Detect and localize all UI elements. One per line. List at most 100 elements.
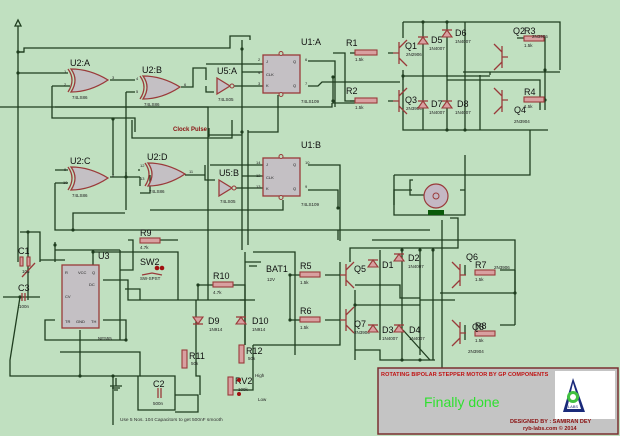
diode-d3[interactable]: D3 1N4007 [366, 324, 398, 341]
xor-gate-u2a[interactable]: U2:A 74LS86 1 2 3 [64, 58, 115, 100]
diode-d1[interactable]: D1 [366, 259, 394, 270]
resistor-ref: R2 [346, 86, 358, 96]
timer-part: NE555 [98, 336, 112, 341]
pin-io: CV [65, 294, 71, 299]
resistor-r11[interactable]: R11 50k [181, 349, 205, 369]
pin-label: 7 [305, 81, 308, 86]
transistor-q5[interactable]: Q5 [340, 261, 366, 289]
diode-d8[interactable]: D8 1N4007 [440, 99, 471, 115]
transistor-q1[interactable]: Q1 2N2906 [393, 39, 422, 67]
resistor-r7[interactable]: R7 1.5k [474, 260, 496, 282]
capacitor-c1[interactable]: C1 10u [18, 246, 36, 278]
power-supply-icon [13, 18, 23, 30]
gate-part: 74LS86 [149, 189, 165, 194]
resistor-value: 1.5k [300, 325, 309, 330]
resistor-r3[interactable]: R3 1.5k [523, 26, 545, 48]
ryb-labs-logo-icon: LABS [563, 378, 585, 412]
resistor-value: 4.7k [213, 290, 222, 295]
pin-io: Q [293, 83, 296, 88]
timer-ref: U3 [98, 251, 110, 261]
capacitor-c3[interactable]: C3 100n [18, 283, 30, 309]
ground-icon [110, 378, 122, 391]
ff-part: 74LS109 [301, 202, 320, 207]
resistor-r1[interactable]: R1 1.5k [346, 38, 378, 62]
transistor-q4[interactable]: Q4 2N3904 [493, 87, 530, 124]
pin-io: TR [65, 319, 70, 324]
transistor-q6[interactable]: Q6 2N3906 [451, 252, 510, 289]
resistor-r6[interactable]: R6 1.5k [299, 306, 321, 330]
resistor-r9[interactable]: R9 4.7k [139, 228, 161, 250]
transistor-ref: Q2 [513, 26, 525, 36]
capacitor-value: 10u [22, 269, 30, 274]
diode-d9[interactable]: D9 1N914 [191, 316, 223, 332]
diode-part: 1N4007 [382, 336, 398, 341]
pin-label: 3 [258, 81, 261, 86]
resistor-value: 1.5k [475, 277, 484, 282]
diode-d7[interactable]: D7 1N4007 [416, 99, 445, 115]
pin-label: 5 [136, 89, 139, 94]
diode-part: 1N4007 [455, 110, 471, 115]
pin-io: GND [76, 319, 85, 324]
resistor-value: 4.7k [140, 245, 149, 250]
stepper-motor[interactable] [423, 183, 449, 215]
pin-label: 2 [258, 57, 261, 62]
resistor-r10[interactable]: R10 4.7k [212, 271, 234, 295]
diode-part: 1N4007 [429, 46, 445, 51]
resistor-r5[interactable]: R5 1.5k [299, 261, 321, 285]
diode-d5[interactable]: D5 1N4007 [416, 35, 445, 51]
inverter-u5b[interactable]: U5:B 74LS05 [218, 168, 239, 204]
pin-label: 14 [256, 160, 261, 165]
transistor-q3[interactable]: Q3 2N3904 [393, 87, 422, 115]
diode-d4[interactable]: D4 1N4007 [392, 324, 425, 341]
pin-io: Q [293, 186, 296, 191]
transistor-q8[interactable]: Q8 2N3904 [451, 319, 484, 354]
diode-part: 1N4007 [408, 264, 424, 269]
high-label: High [255, 373, 265, 378]
pin-label: 13 [256, 184, 261, 189]
resistor-ref: R6 [300, 306, 312, 316]
gate-ref: U2:D [147, 152, 168, 162]
resistor-ref: R7 [475, 260, 487, 270]
diode-ref: D7 [431, 99, 443, 109]
pin-label: 11 [189, 169, 194, 174]
ff-ref: U1:A [301, 37, 321, 47]
pin-io: Q [92, 270, 95, 275]
status-text: Finally done [424, 394, 500, 410]
flipflop-u1b[interactable]: U1:B 74LS109 J CLK K Q Q 14 12 13 10 9 [256, 140, 321, 207]
transistor-part: 2N3904 [406, 106, 422, 111]
inverter-u5a[interactable]: U5:A 74LS05 [216, 66, 237, 102]
potentiometer-rv2[interactable]: RV2 100k [227, 376, 252, 396]
resistor-r12[interactable]: R12 50k [238, 344, 263, 364]
battery-bat1[interactable]: BAT1 12V [245, 261, 288, 282]
junction-dots [16, 20, 547, 378]
diode-d10[interactable]: D10 1N914 [234, 316, 269, 332]
diode-ref: D3 [382, 325, 394, 335]
switch-sw2[interactable]: SW2 SW-SPST [140, 257, 165, 281]
diode-d2[interactable]: D2 1N4007 [392, 253, 424, 269]
resistor-r4[interactable]: R4 1.5k [523, 87, 545, 109]
diode-ref: D4 [409, 325, 421, 335]
resistor-r8[interactable]: R8 1.5k [474, 321, 496, 343]
flipflop-u1a[interactable]: U1:A 74LS109 J CLK K Q Q 2 4 3 6 7 [258, 37, 321, 104]
resistor-r2[interactable]: R2 1.5k [346, 86, 378, 110]
site-text: ryb-labs.com © 2014 [523, 425, 578, 432]
gate-part: 74LS05 [220, 199, 236, 204]
transistor-q2[interactable]: Q2 2N3906 [493, 26, 548, 71]
capacitor-value: 500n [153, 401, 164, 406]
diode-ref: D2 [408, 253, 420, 263]
resistor-ref: R5 [300, 261, 312, 271]
pin-io: DC [89, 282, 95, 287]
diode-ref: D9 [208, 316, 220, 326]
timer-u3[interactable]: U3 NE555 R VCC Q DC CV TR GND TH [61, 251, 112, 341]
gate-ref: U5:A [217, 66, 237, 76]
xor-gate-u2c[interactable]: U2:C 74LS86 9 10 8 [63, 156, 115, 198]
resistor-ref: R3 [524, 26, 536, 36]
xor-gate-u2b[interactable]: U2:B 74LS86 4 5 6 [136, 65, 187, 107]
pin-label: 9 [305, 184, 308, 189]
diode-d6[interactable]: D6 1N4007 [440, 28, 471, 44]
transistor-q7[interactable]: Q7 2N3904 [340, 306, 370, 335]
capacitor-c2[interactable]: C2 500n [153, 379, 165, 406]
transistor-ref: Q4 [514, 105, 526, 115]
pin-io: K [266, 186, 269, 191]
xor-gate-u2d[interactable]: U2:D 74LS86 12 13 11 [140, 152, 194, 194]
